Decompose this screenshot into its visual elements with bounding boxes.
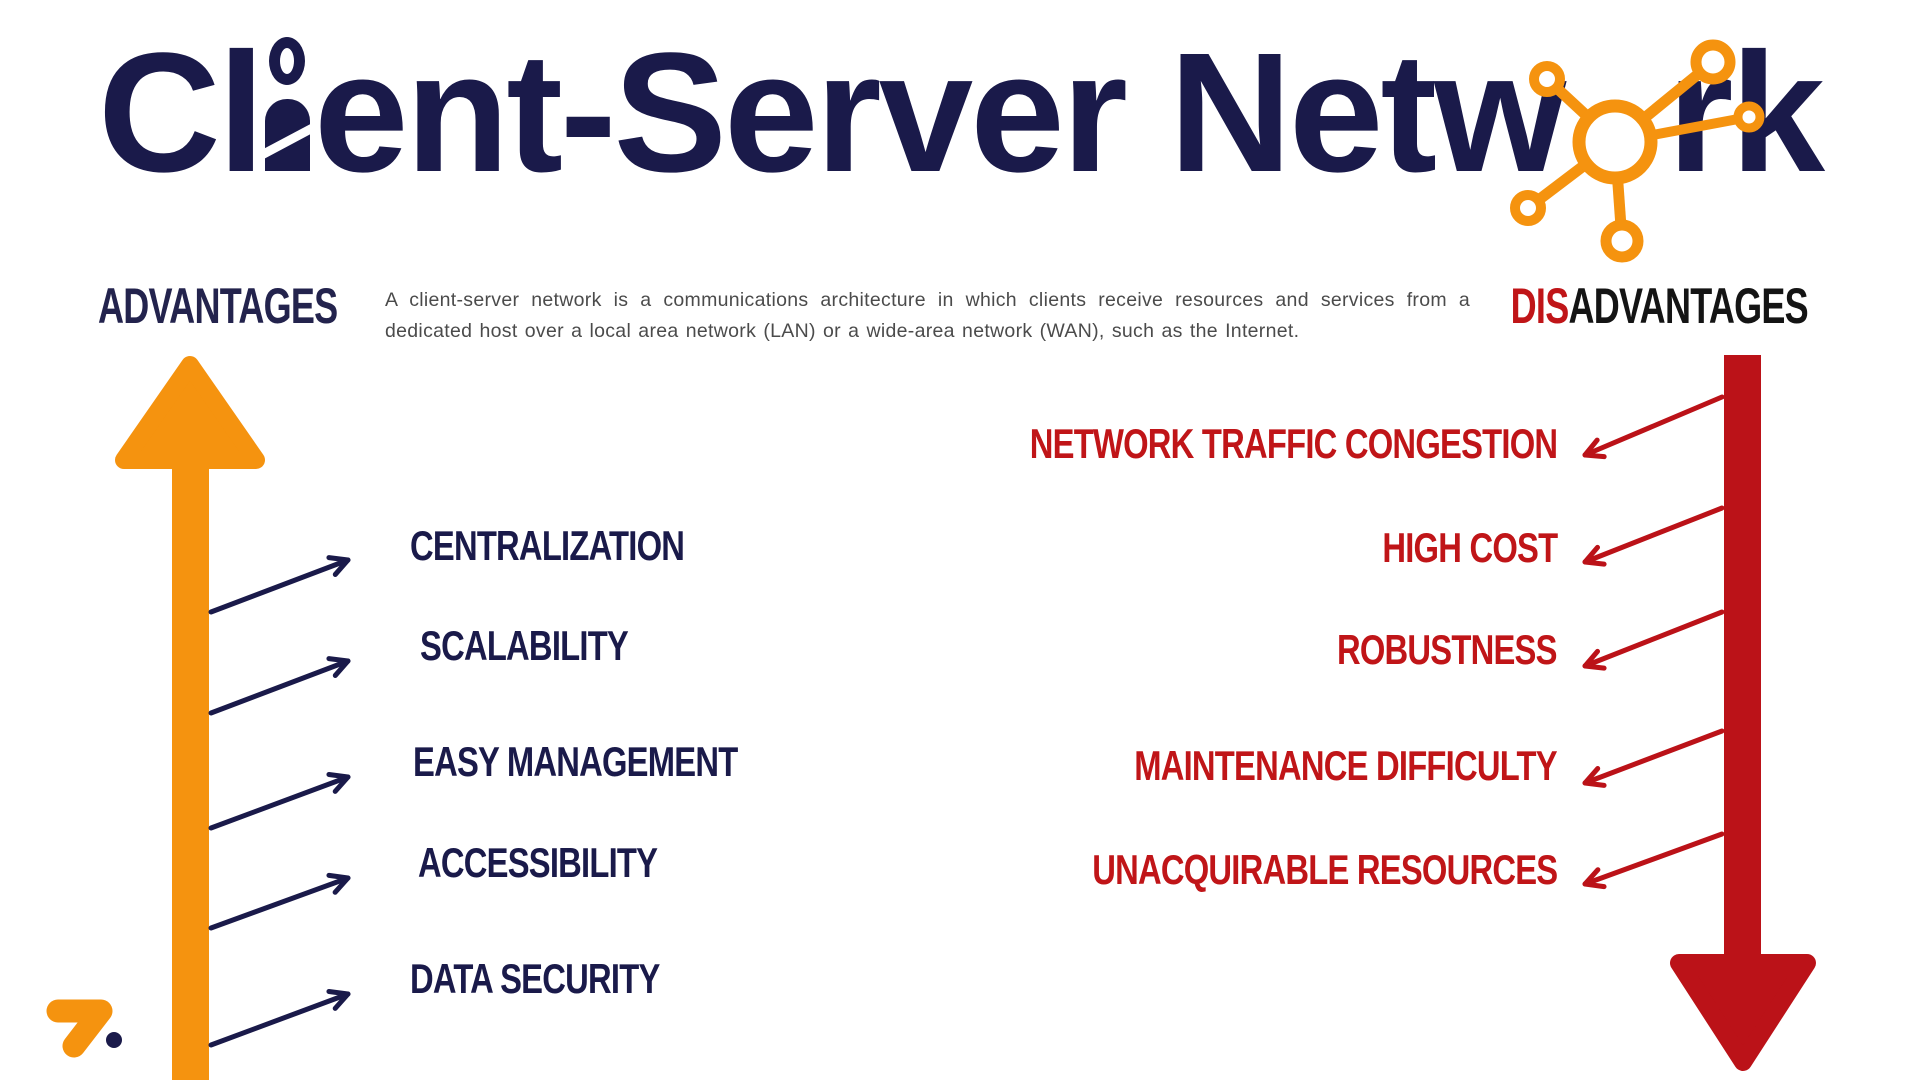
description-text: A client-server network is a communicati… — [385, 289, 1470, 342]
disadvantage-connector-arrow — [1582, 728, 1725, 788]
advantage-item-easy-management: EASY MANAGEMENT — [413, 738, 738, 785]
advantage-connector-arrow — [208, 771, 351, 831]
disadvantages-heading: DISADVANTAGES — [1510, 278, 1809, 334]
disadvantages-heading-suffix: ADVANTAGES — [1568, 278, 1809, 334]
person-head-icon — [268, 37, 305, 85]
advantages-heading: ADVANTAGES — [98, 278, 338, 334]
disadvantage-connector-arrow — [1582, 505, 1725, 567]
advantage-item-data-security: DATA SECURITY — [410, 955, 660, 1002]
advantage-item-scalability: SCALABILITY — [420, 622, 629, 669]
disadvantage-item-maintenance-difficulty: MAINTENANCE DIFFICULTY — [1134, 742, 1557, 789]
disadvantages-heading-prefix: DIS — [1510, 278, 1570, 334]
network-icon-svg — [1510, 39, 1765, 263]
person-icon — [264, 37, 312, 171]
advantage-connector-arrow — [208, 656, 351, 716]
disadvantages-down-arrow — [1670, 355, 1816, 1071]
advantage-connector-arrow — [208, 872, 351, 931]
advantage-item-accessibility: ACCESSIBILITY — [418, 839, 658, 886]
network-icon — [1510, 39, 1765, 263]
advantage-item-centralization: CENTRALIZATION — [410, 522, 685, 569]
title-segment: Cl — [97, 18, 265, 208]
person-body-icon — [264, 99, 310, 171]
disadvantage-connector-arrow — [1582, 609, 1725, 671]
advantage-connector-arrow — [208, 555, 351, 615]
logo-mark — [46, 999, 122, 1058]
disadvantage-connector-arrow — [1582, 394, 1725, 460]
disadvantage-connector-arrow — [1582, 831, 1725, 890]
disadvantage-item-robustness: ROBUSTNESS — [1337, 626, 1558, 673]
disadvantage-item-unacquirable-resources: UNACQUIRABLE RESOURCES — [1091, 846, 1558, 893]
logo-dot — [106, 1032, 122, 1048]
disadvantage-item-network-traffic-congestion: NETWORK TRAFFIC CONGESTION — [1029, 420, 1557, 467]
advantages-up-arrow — [115, 356, 265, 1080]
disadvantage-item-high-cost: HIGH COST — [1382, 524, 1558, 571]
title-segment: ent-Server Netw — [313, 18, 1566, 208]
advantage-connector-arrow — [208, 988, 351, 1048]
